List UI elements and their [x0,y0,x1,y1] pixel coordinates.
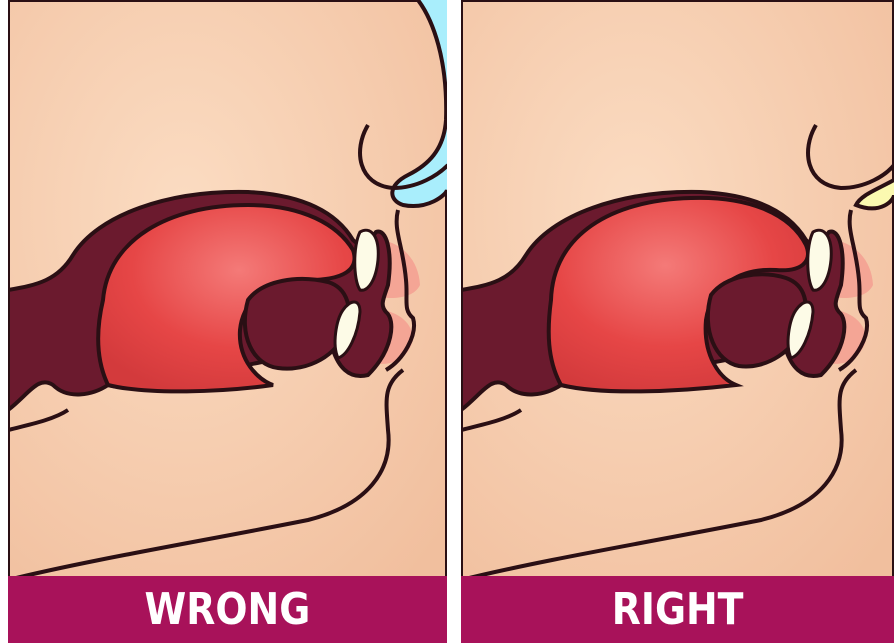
label-wrong: WRONG [145,588,311,632]
panel-right: RIGHT [461,0,894,643]
wrong-illustration [8,0,447,643]
right-illustration [461,0,894,643]
label-bar-wrong: WRONG [8,576,447,643]
label-right: RIGHT [612,588,744,632]
label-bar-right: RIGHT [461,576,894,643]
panel-wrong: WRONG [8,0,447,643]
